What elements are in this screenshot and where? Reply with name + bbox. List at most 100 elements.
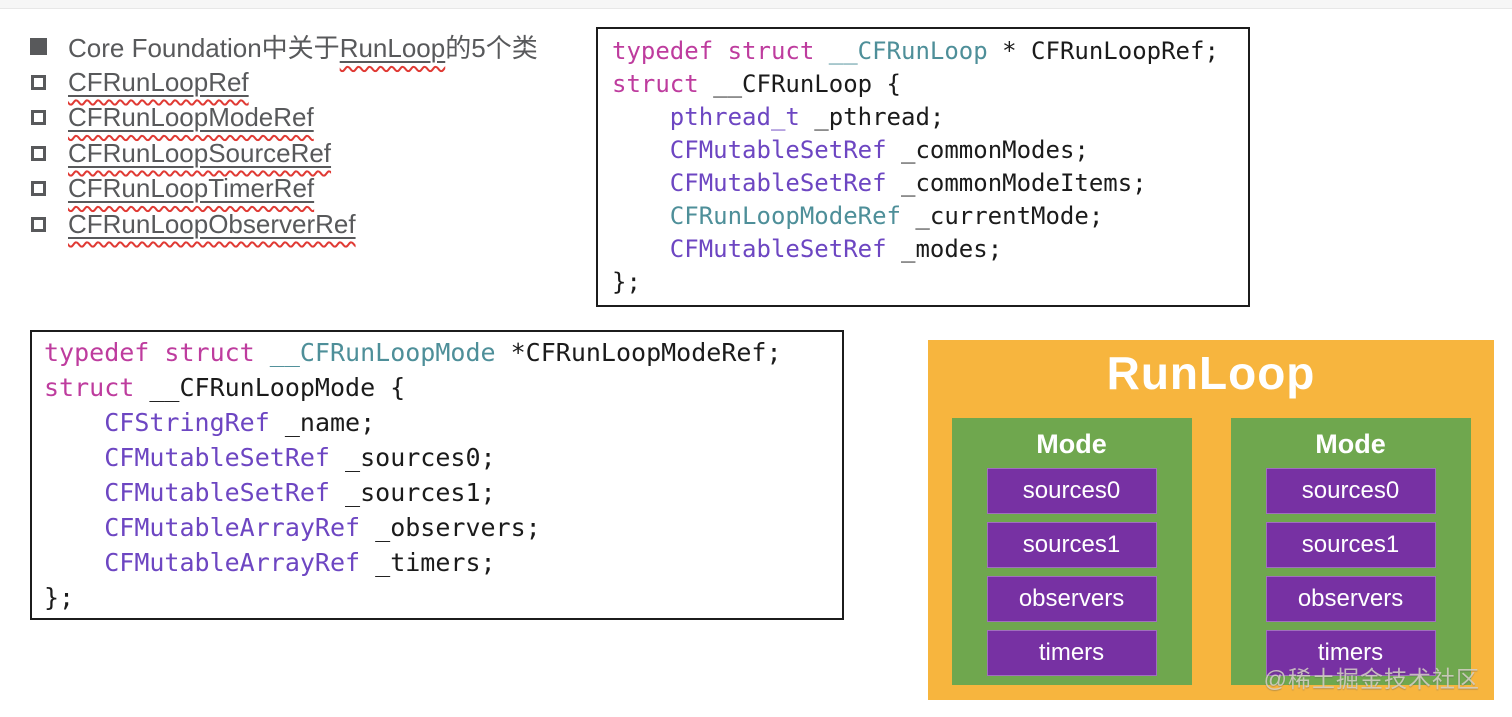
mode-panel-label: Mode bbox=[1315, 429, 1386, 459]
mode-box-timers: timers bbox=[1265, 630, 1436, 676]
diagram-title: RunLoop bbox=[1106, 347, 1316, 399]
code-line: CFStringRef _name; bbox=[44, 405, 830, 440]
hollow-square-bullet-icon bbox=[31, 216, 46, 232]
code-line: CFMutableSetRef _commonModeItems; bbox=[612, 167, 1234, 200]
code-token bbox=[612, 169, 670, 197]
list-item-text: CFRunLoopRef bbox=[68, 67, 249, 98]
misspelled-underlined-text: CFRunLoopModeRef bbox=[68, 102, 314, 132]
code-token: }; bbox=[612, 268, 641, 296]
title-text-segment: 的5个类 bbox=[445, 33, 538, 64]
list-item-text: CFRunLoopTimerRef bbox=[68, 173, 314, 204]
hollow-square-bullet-icon bbox=[31, 181, 46, 196]
code-token bbox=[44, 548, 104, 577]
filled-square-bullet-icon bbox=[30, 38, 47, 55]
mode-box-observers: observers bbox=[1265, 576, 1436, 622]
code-line: typedef struct __CFRunLoop * CFRunLoopRe… bbox=[612, 35, 1234, 68]
mode-box-sources0: sources0 bbox=[1265, 468, 1436, 514]
code-block-cfrunloopmode: typedef struct __CFRunLoopMode *CFRunLoo… bbox=[30, 330, 844, 620]
mode-panels: Mode sources0 sources1 observers timers Mode s… bbox=[928, 418, 1494, 685]
underlined-text: RunLoop bbox=[339, 33, 446, 64]
mode-panel: Mode sources0 sources1 observers timers bbox=[1230, 418, 1471, 685]
code-token: __CFRunLoopMode { bbox=[134, 373, 406, 402]
code-token: _timers; bbox=[360, 548, 496, 577]
code-token: CFMutableSetRef bbox=[669, 235, 887, 263]
code-token: typedef struct bbox=[612, 37, 829, 65]
list-item-text: CFRunLoopSourceRef bbox=[68, 138, 331, 169]
misspelled-underlined-text: CFRunLoopSourceRef bbox=[68, 138, 331, 168]
code-line: pthread_t _pthread; bbox=[612, 101, 1234, 134]
top-strip bbox=[0, 0, 1512, 9]
list-item: CFRunLoopObserverRef bbox=[30, 207, 590, 243]
hollow-square-bullet-icon bbox=[31, 74, 46, 90]
code-token: CFMutableSetRef bbox=[669, 136, 887, 164]
list-item-text: CFRunLoopModeRef bbox=[68, 102, 314, 133]
list-item: CFRunLoopRef bbox=[30, 65, 590, 101]
list-item-text: CFRunLoopObserverRef bbox=[68, 209, 356, 240]
code-token: CFMutableSetRef bbox=[669, 169, 887, 197]
code-token bbox=[44, 513, 104, 542]
code-token: *CFRunLoopModeRef; bbox=[495, 338, 782, 367]
misspelled-underlined-text: CFRunLoopObserverRef bbox=[68, 209, 356, 239]
code-token bbox=[44, 443, 104, 472]
code-line: typedef struct __CFRunLoopMode *CFRunLoo… bbox=[44, 335, 830, 370]
code-token bbox=[612, 136, 670, 164]
title-text-segment: Core Foundation中关于 bbox=[68, 33, 340, 64]
code-line: CFMutableSetRef _commonModes; bbox=[612, 134, 1234, 167]
code-token: CFMutableSetRef bbox=[104, 443, 330, 472]
code-token: __CFRunLoopMode bbox=[269, 338, 496, 367]
mode-box-sources0: sources0 bbox=[986, 468, 1157, 514]
code-token: _modes; bbox=[886, 235, 1003, 263]
list-item: CFRunLoopSourceRef bbox=[30, 136, 590, 172]
code-token: pthread_t bbox=[669, 103, 800, 131]
code-line: CFMutableArrayRef _timers; bbox=[44, 545, 830, 580]
mode-panel-label: Mode bbox=[1036, 429, 1107, 459]
hollow-square-bullet-icon bbox=[31, 145, 46, 161]
code-token: CFMutableSetRef bbox=[104, 478, 330, 507]
underlined-text: CFRunLoopSourceRef bbox=[68, 137, 332, 168]
misspelled-underlined-text: CFRunLoopRef bbox=[68, 67, 249, 97]
mode-box-sources1: sources1 bbox=[1265, 522, 1436, 568]
runloop-diagram: RunLoop Mode sources0 sources1 observers tim… bbox=[928, 340, 1494, 700]
code-line: CFMutableSetRef _sources0; bbox=[44, 440, 830, 475]
hollow-square-bullet-icon bbox=[31, 110, 46, 125]
misspelled-underlined-text: RunLoop bbox=[340, 33, 446, 63]
code-token: _currentMode; bbox=[900, 202, 1104, 230]
watermark: @稀土掘金技术社区 bbox=[1263, 666, 1480, 692]
code-line: }; bbox=[44, 580, 830, 615]
underlined-text: CFRunLoopModeRef bbox=[68, 102, 314, 133]
code-token: __CFRunLoop { bbox=[698, 70, 901, 98]
code-token: * CFRunLoopRef; bbox=[987, 37, 1219, 65]
code-token: typedef struct bbox=[44, 338, 270, 367]
code-token: _sources1; bbox=[330, 478, 496, 507]
code-token: __CFRunLoop bbox=[828, 37, 988, 65]
code-token: _sources0; bbox=[330, 443, 496, 472]
list-item: CFRunLoopTimerRef bbox=[30, 171, 590, 207]
mode-box-sources1: sources1 bbox=[986, 522, 1157, 568]
code-token: _observers; bbox=[360, 513, 541, 542]
bullet-list: Core Foundation中关于RunLoop的5个类 CFRunLoopR… bbox=[30, 29, 590, 242]
code-token: struct bbox=[44, 373, 135, 402]
mode-box-timers: timers bbox=[986, 630, 1157, 676]
code-line: }; bbox=[612, 266, 1234, 299]
code-token: }; bbox=[44, 583, 75, 612]
code-block-cfrunloop: typedef struct __CFRunLoop * CFRunLoopRe… bbox=[596, 27, 1250, 307]
code-token: _commonModeItems; bbox=[886, 169, 1147, 197]
misspelled-underlined-text: CFRunLoopTimerRef bbox=[68, 173, 314, 203]
code-line: CFMutableArrayRef _observers; bbox=[44, 510, 830, 545]
list-title-row: Core Foundation中关于RunLoop的5个类 bbox=[30, 29, 590, 65]
code-token: struct bbox=[612, 70, 699, 98]
code-token bbox=[612, 103, 670, 131]
code-line: struct __CFRunLoop { bbox=[612, 68, 1234, 101]
code-token: _name; bbox=[269, 408, 376, 437]
list-item: CFRunLoopModeRef bbox=[30, 100, 590, 136]
code-token: CFMutableArrayRef bbox=[104, 548, 361, 577]
list-title-text: Core Foundation中关于RunLoop的5个类 bbox=[68, 28, 538, 65]
code-line: struct __CFRunLoopMode { bbox=[44, 370, 830, 405]
code-token: CFRunLoopModeRef bbox=[669, 202, 901, 230]
code-token: CFStringRef bbox=[104, 408, 270, 437]
code-token bbox=[44, 478, 104, 507]
code-token: _commonModes; bbox=[886, 136, 1089, 164]
code-token bbox=[612, 202, 670, 230]
